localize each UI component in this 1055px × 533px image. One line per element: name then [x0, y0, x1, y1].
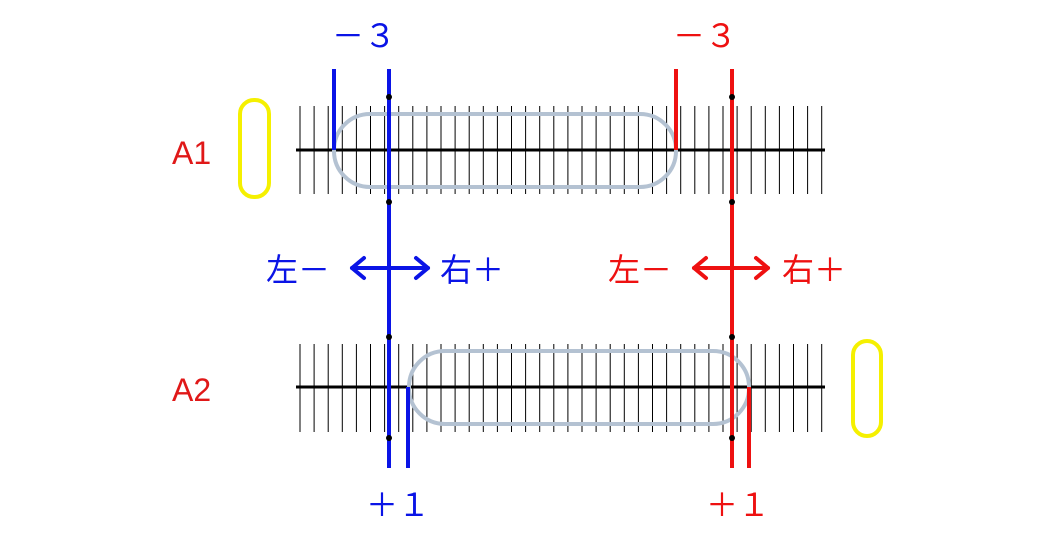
dot	[729, 199, 735, 205]
dot	[386, 199, 392, 205]
row-label-a1: A1	[172, 135, 211, 171]
row-a1	[238, 98, 825, 199]
blue-double-arrow	[350, 256, 430, 280]
dot	[729, 334, 735, 340]
blue-bottom-label: ＋１	[366, 486, 430, 524]
blue-top-label: －３	[332, 17, 396, 55]
red-dots	[729, 94, 735, 441]
dot	[729, 435, 735, 441]
dot	[386, 334, 392, 340]
red-right-label: 右＋	[782, 251, 846, 289]
red-top-label: －３	[673, 17, 737, 55]
yellow-marker-a2	[851, 339, 883, 438]
red-left-label: 左－	[608, 251, 672, 289]
dot	[386, 435, 392, 441]
range-capsule-a1	[332, 112, 678, 189]
blue-right-label: 右＋	[440, 251, 504, 289]
red-double-arrow	[692, 256, 770, 280]
blue-left-label: 左－	[266, 251, 330, 289]
yellow-marker-a1	[238, 98, 271, 199]
row-a2	[296, 339, 883, 438]
row-label-a2: A2	[172, 372, 211, 408]
blue-dots	[386, 94, 392, 441]
dot	[729, 94, 735, 100]
red-bottom-label: ＋１	[706, 486, 770, 524]
dot	[386, 94, 392, 100]
